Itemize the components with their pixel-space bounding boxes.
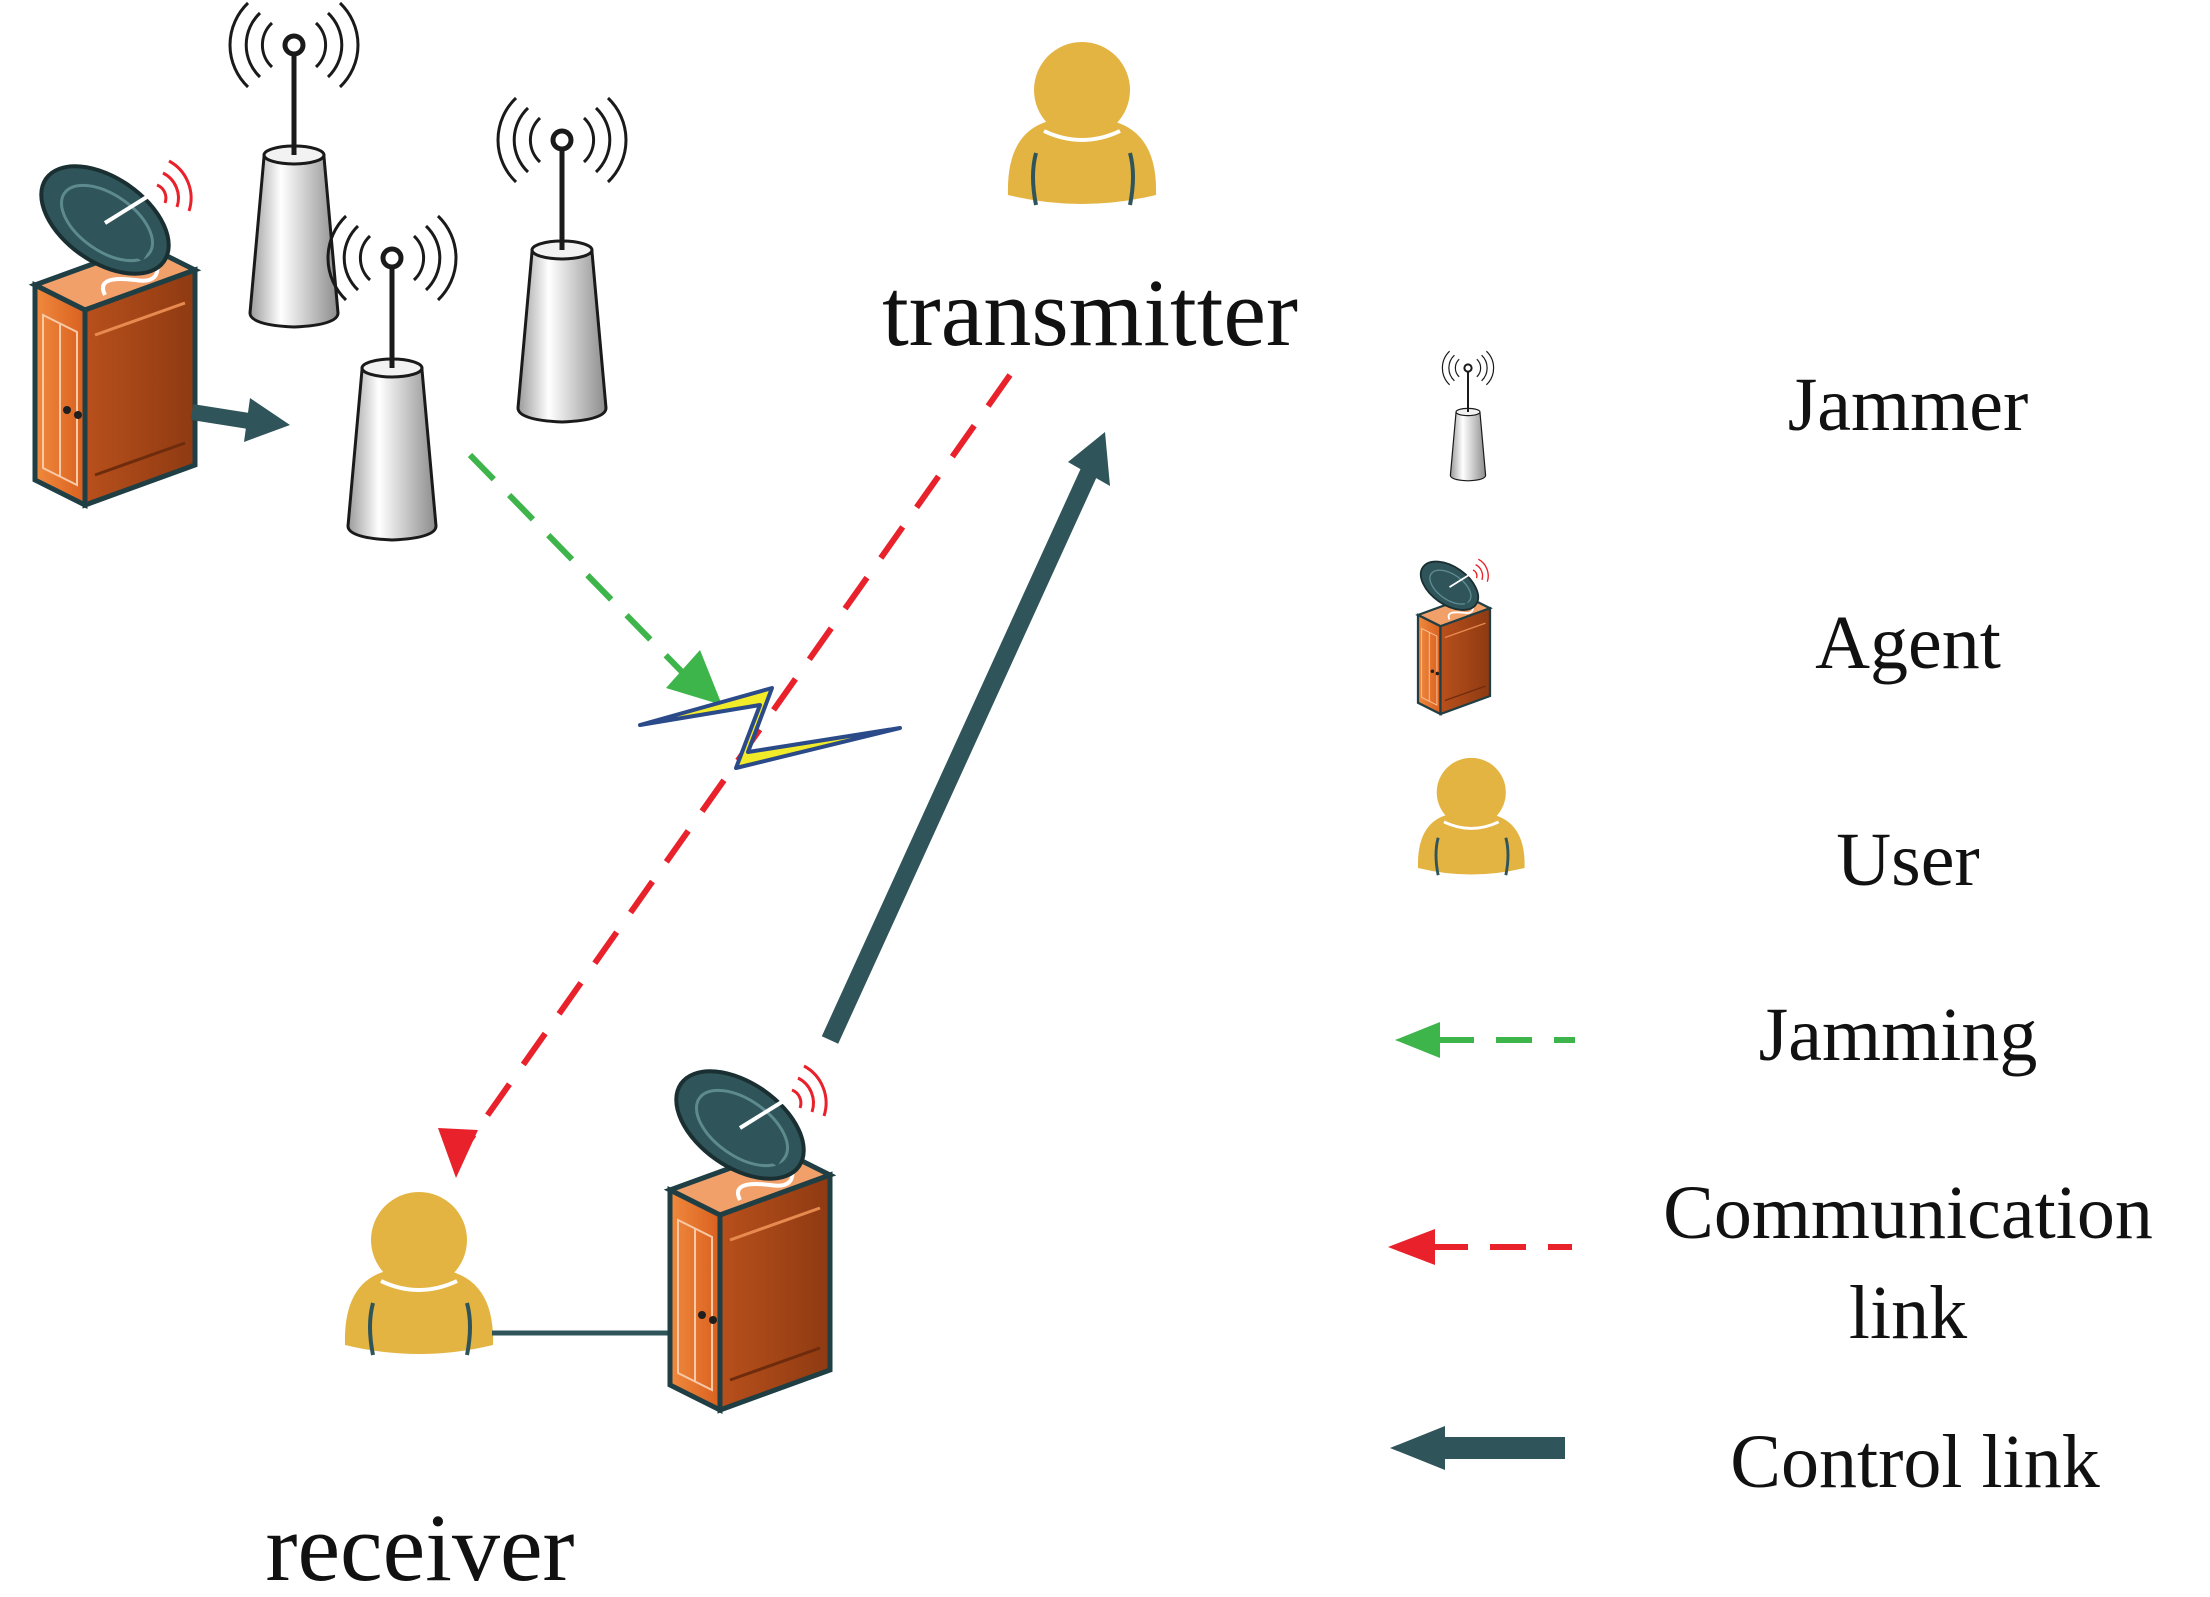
agent-icon	[657, 1049, 830, 1410]
communication-link	[438, 373, 1013, 1178]
legend-communication-line	[1388, 1229, 1572, 1265]
interference-bolt-icon	[638, 686, 902, 770]
jammer-icon	[498, 98, 626, 422]
legend-agent-label: Agent	[1815, 601, 2001, 685]
agent-icon	[22, 144, 195, 505]
legend-control-line	[1390, 1426, 1565, 1470]
transmitter-user-icon	[1005, 40, 1159, 207]
legend-jammer-label: Jammer	[1788, 363, 2029, 447]
legend-control-label: Control link	[1730, 1420, 2099, 1504]
legend-jammer-icon	[1441, 350, 1495, 482]
legend-user-icon	[1416, 756, 1527, 877]
control-link	[821, 432, 1110, 1044]
legend-communication-label-line2: link	[1849, 1271, 1967, 1355]
legend-jamming-label: Jamming	[1759, 993, 2038, 1077]
jammer-icon	[230, 3, 358, 327]
control-arrow-agent-to-jammer	[190, 398, 290, 442]
legend-jamming-line	[1395, 1022, 1575, 1058]
legend-agent-icon	[1412, 552, 1490, 714]
jammer-icon	[328, 216, 456, 540]
legend-user-label: User	[1836, 818, 1980, 902]
legend: Jammer Agent User Jamming Communication …	[1388, 350, 2153, 1504]
receiver-user-icon	[342, 1190, 496, 1357]
transmitter-label: transmitter	[882, 259, 1298, 366]
jamming-link	[467, 452, 722, 705]
receiver-label: receiver	[265, 1494, 574, 1597]
legend-communication-label-line1: Communication	[1663, 1171, 2153, 1255]
